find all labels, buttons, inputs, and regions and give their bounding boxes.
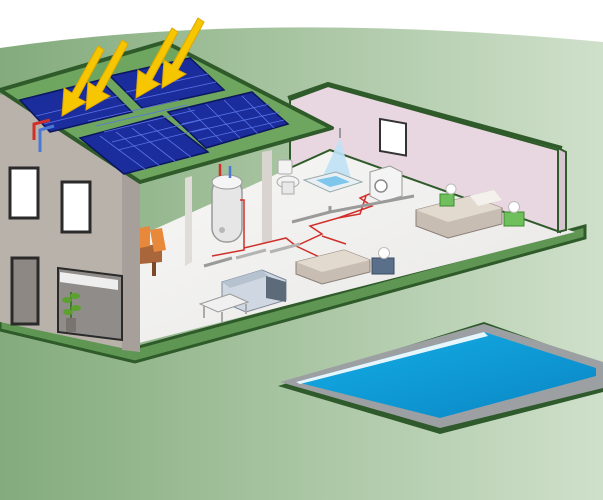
exterior-window-1 [8,166,40,220]
washing-machine-icon [369,165,403,203]
right-wall [557,146,567,234]
water-tank-icon [211,164,243,243]
interior-divider-2 [235,242,301,260]
lamp-icon-2 [371,247,395,275]
table-icon [198,293,250,322]
hot-water-pipe [211,180,375,263]
back-wall-window [379,117,407,157]
solar-panel-grid [35,73,285,171]
lamp-icon [439,183,525,227]
pool-icon [278,322,603,434]
back-wall-top-edge [287,81,563,150]
plant-icon [62,292,81,332]
roof-pipe-hot [32,118,51,140]
bed-icon-2 [295,249,371,285]
exterior-window-2 [60,180,92,234]
partition-wall [262,150,272,244]
exterior-wall-front [122,170,140,352]
roof-pipe-cold [38,124,55,152]
partition-wall-left [185,176,192,266]
glass-door-highlight [60,272,118,290]
bed-icon [415,190,503,239]
house-base-slab [0,224,587,364]
sun-arrow-icon [61,17,205,117]
interior-divider [203,194,415,268]
chair-icon [140,226,166,276]
shower-icon [302,128,364,193]
toilet-icon [276,159,300,195]
exterior-door [10,256,40,326]
